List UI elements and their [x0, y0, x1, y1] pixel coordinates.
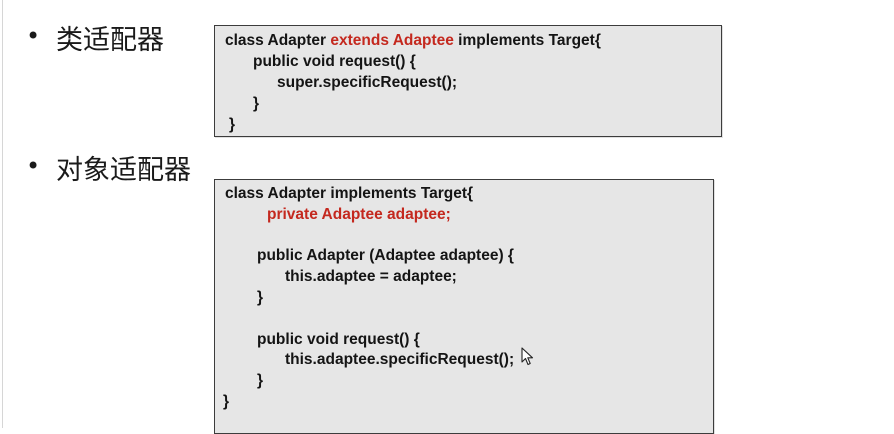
section-heading-object-adapter: 对象适配器: [56, 155, 191, 186]
code-line: super.specificRequest();: [277, 72, 457, 93]
code-token: }: [229, 116, 236, 133]
code-token: class Adapter implements Target{: [225, 185, 474, 202]
code-token: this.adaptee = adaptee;: [285, 268, 457, 286]
code-keyword-highlight: private Adaptee adaptee;: [267, 205, 451, 223]
code-line: this.adaptee = adaptee;: [285, 266, 457, 287]
code-token: }: [223, 393, 230, 410]
code-token: }: [257, 372, 264, 390]
code-token: super.specificRequest();: [277, 74, 458, 91]
code-line: this.adaptee.specificRequest();: [285, 349, 514, 370]
code-line: public void request() {: [257, 329, 420, 350]
code-line: }: [257, 370, 263, 391]
code-keyword-highlight: extends Adaptee: [330, 32, 454, 49]
code-line: class Adapter extends Adaptee implements…: [225, 30, 601, 51]
bullet-marker: •: [26, 152, 41, 180]
bullet-marker: •: [26, 22, 41, 50]
code-token: }: [253, 95, 260, 112]
code-line: public Adapter (Adaptee adaptee) {: [257, 245, 514, 266]
code-token: public void request() {: [257, 330, 420, 348]
code-token: public void request() {: [253, 53, 416, 70]
code-line: }: [257, 287, 263, 308]
code-line: class Adapter implements Target{: [225, 183, 473, 204]
slide-left-rule: [2, 0, 3, 428]
code-box-object-adapter: class Adapter implements Target{ private …: [214, 179, 714, 434]
code-line: private Adaptee adaptee;: [267, 204, 451, 225]
code-box-class-adapter: class Adapter extends Adaptee implements…: [214, 25, 722, 137]
code-line: }: [229, 114, 235, 135]
code-token: this.adaptee.specificRequest();: [285, 351, 515, 369]
code-token: public Adapter (Adaptee adaptee) {: [257, 247, 514, 265]
code-token: implements Target{: [453, 32, 601, 49]
section-heading-class-adapter: 类适配器: [56, 25, 164, 56]
code-line: public void request() {: [253, 51, 416, 72]
code-line: }: [253, 93, 259, 114]
mouse-pointer-icon: [521, 347, 534, 366]
code-token: class Adapter: [225, 32, 331, 49]
code-line: }: [223, 391, 229, 412]
code-token: }: [257, 289, 264, 306]
